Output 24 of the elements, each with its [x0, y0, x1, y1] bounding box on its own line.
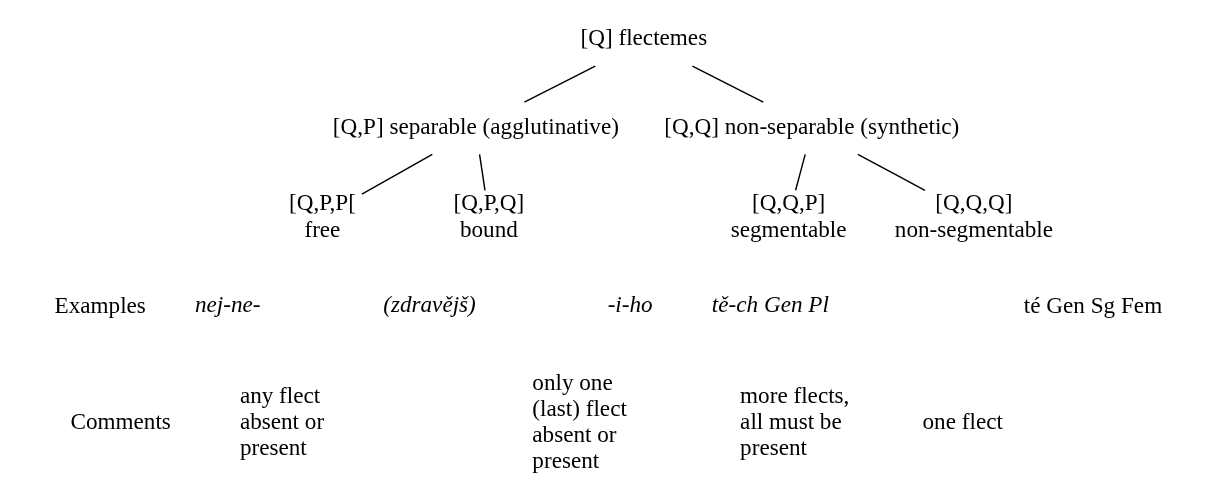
label: nej-ne- — [194, 290, 261, 317]
connector — [856, 153, 926, 192]
label: -i-ho — [607, 290, 653, 317]
node-text: [Q,Q,Q] non-segmentable — [894, 189, 1053, 242]
connector — [523, 65, 596, 103]
connector — [794, 153, 806, 192]
connector — [360, 153, 433, 195]
label: té Gen Sg Fem — [1023, 292, 1162, 319]
node-text: [Q,P,Q] bound — [453, 189, 524, 242]
node-text: [Q,Q] non-separable (synthetic) — [663, 112, 959, 139]
node-text: [Q,P] separable (agglutinative) — [332, 112, 619, 139]
label: tě-ch Gen Pl — [711, 290, 829, 317]
node-text: [Q,P,P[ free — [288, 189, 356, 242]
connector — [691, 65, 764, 103]
label: Comments — [70, 408, 171, 435]
label: only one (last) flect absent or present — [531, 368, 627, 474]
label: (zdravějš) — [382, 290, 476, 317]
node-text: [Q] flectemes — [580, 24, 707, 51]
connector — [478, 153, 486, 192]
node-text: [Q,Q,P] segmentable — [730, 189, 846, 242]
label: any flect absent or present — [239, 382, 324, 461]
label: one flect — [922, 408, 1003, 435]
label: Examples — [54, 292, 146, 319]
label: more flects, all must be present — [739, 382, 849, 461]
